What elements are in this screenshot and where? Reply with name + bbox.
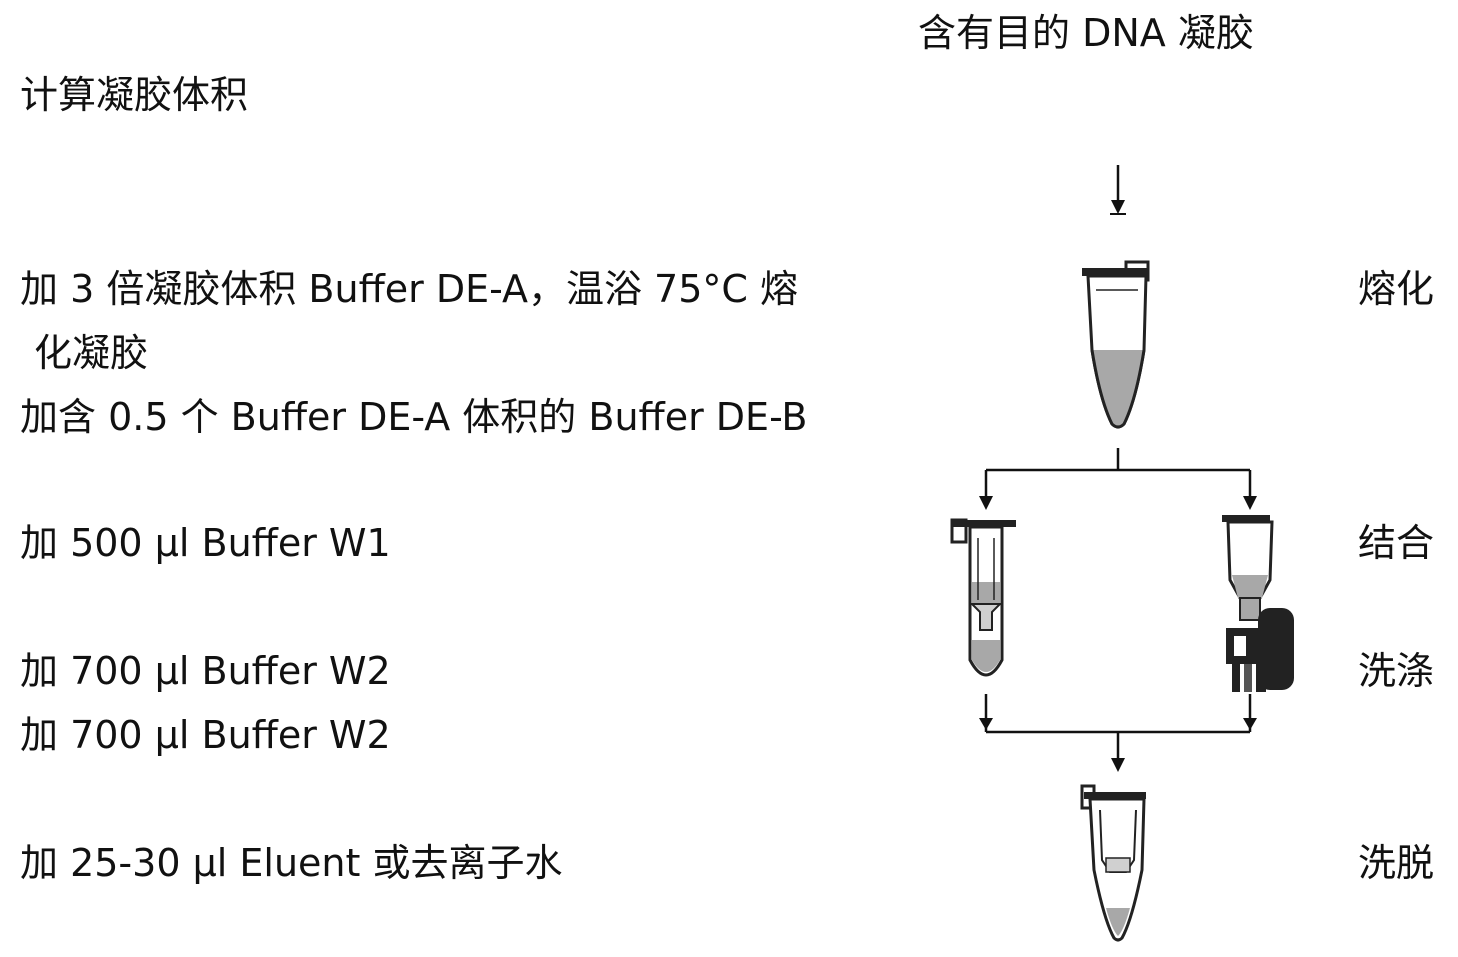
step-add-buffer-w1: 加 500 μl Buffer W1	[20, 521, 391, 565]
microcentrifuge-tube-icon	[1082, 260, 1150, 429]
stage-label-melt: 熔化	[1358, 267, 1435, 311]
arrow-down-icon	[979, 718, 993, 730]
arrow-down-icon	[979, 496, 993, 510]
spin-column-tube-icon	[950, 518, 1016, 677]
gel-title: 含有目的 DNA 凝胶	[918, 11, 1254, 55]
step-add-buffer-dea-cont: 化凝胶	[34, 331, 149, 375]
stage-label-wash: 洗涤	[1358, 649, 1435, 693]
step-add-buffer-deb: 加含 0.5 个 Buffer DE-A 体积的 Buffer DE-B	[20, 395, 808, 439]
arrow-down-icon	[1243, 718, 1257, 730]
vacuum-column-icon	[1222, 515, 1294, 692]
step-add-buffer-w2-second: 加 700 μl Buffer W2	[20, 713, 391, 757]
step-add-buffer-w2-first: 加 700 μl Buffer W2	[20, 649, 391, 693]
step-elute: 加 25-30 μl Eluent 或去离子水	[20, 841, 563, 885]
arrow-down-icon	[1111, 758, 1125, 772]
split-connector	[979, 448, 1257, 510]
step-calc-gel-volume: 计算凝胶体积	[20, 73, 249, 117]
elution-tube-icon	[1080, 784, 1146, 942]
step-add-buffer-dea: 加 3 倍凝胶体积 Buffer DE-A，温浴 75°C 熔	[20, 267, 799, 311]
stage-label-elute: 洗脱	[1358, 841, 1435, 885]
arrow-down-icon	[1243, 496, 1257, 510]
arrow-down-icon	[1110, 165, 1126, 215]
merge-connector	[979, 694, 1257, 772]
stage-label-bind: 结合	[1358, 521, 1435, 565]
